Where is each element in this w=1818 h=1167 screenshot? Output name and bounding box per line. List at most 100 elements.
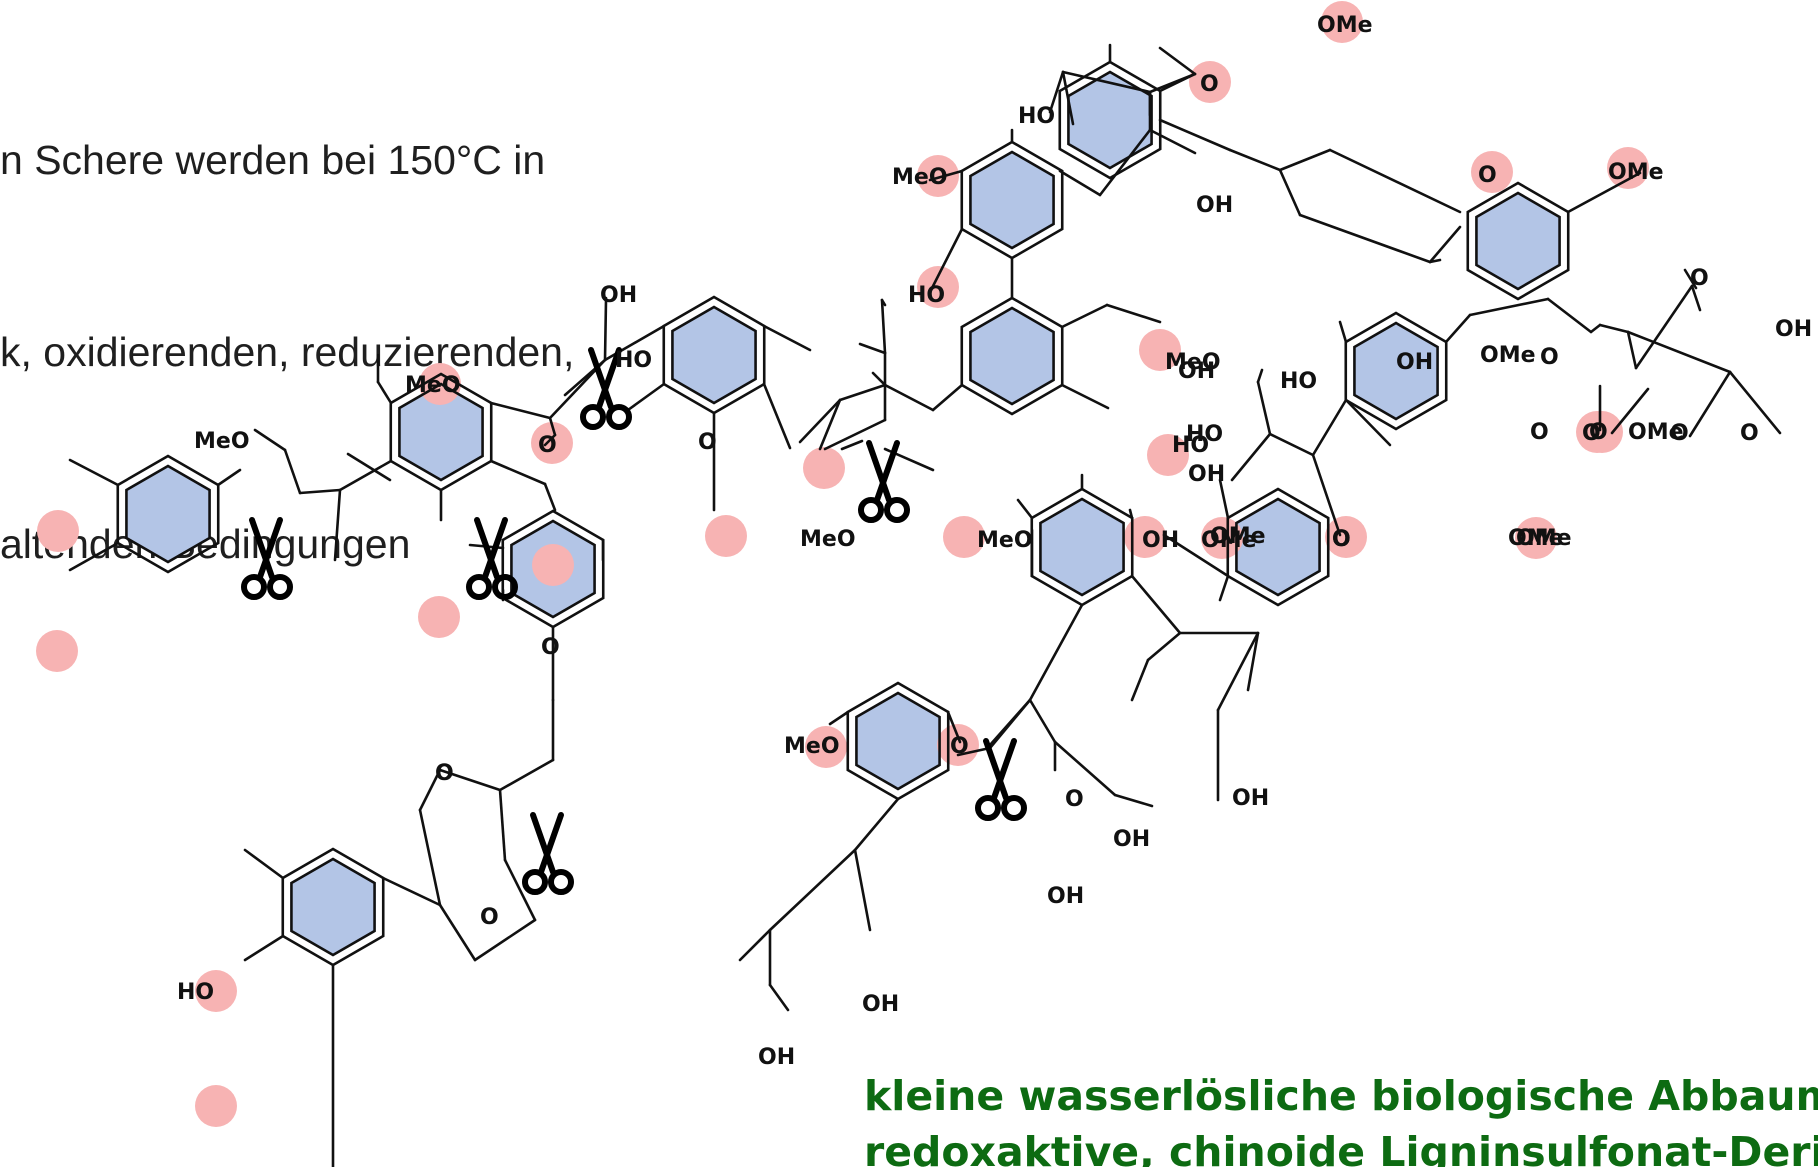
atom-label: O bbox=[1332, 527, 1351, 552]
bond-36 bbox=[880, 298, 887, 355]
bond-127 bbox=[503, 858, 537, 922]
scissors-blade bbox=[983, 738, 1009, 801]
oxygen-highlight-8 bbox=[1147, 434, 1189, 476]
benzene-ring-inner-11 bbox=[1235, 497, 1321, 597]
bond-110 bbox=[543, 482, 557, 512]
atom-label: OH bbox=[1178, 359, 1215, 384]
bond-47 bbox=[762, 382, 792, 450]
scissors-handle bbox=[884, 497, 910, 523]
atom-label: HO bbox=[1018, 104, 1055, 129]
bond-126 bbox=[498, 788, 507, 862]
oxygen-highlight-23 bbox=[37, 510, 79, 552]
bond-76 bbox=[1016, 498, 1034, 520]
scissors-icon bbox=[466, 517, 518, 600]
benzene-ring-fill-5 bbox=[399, 384, 483, 480]
bond-38 bbox=[858, 342, 887, 355]
bond-81 bbox=[1246, 631, 1260, 692]
bond-79 bbox=[1130, 658, 1150, 702]
atom-label: O bbox=[1582, 421, 1601, 446]
bond-131 bbox=[243, 848, 285, 880]
scissors-handle bbox=[606, 404, 632, 430]
bond-77 bbox=[1130, 574, 1182, 635]
atom-label: OH bbox=[1232, 786, 1269, 811]
bond-4 bbox=[1148, 72, 1197, 94]
bond-82 bbox=[1216, 631, 1260, 712]
bond-85 bbox=[1218, 574, 1230, 602]
atom-label: MeO bbox=[784, 734, 840, 759]
oxygen-highlight-25 bbox=[418, 596, 460, 638]
scissors-handle bbox=[548, 869, 574, 895]
scissors-icon bbox=[241, 517, 293, 600]
benzene-ring-fill-13 bbox=[291, 859, 375, 955]
caption-line-2: redoxaktive, chinoide Ligninsulfonat-Der… bbox=[864, 1128, 1818, 1167]
atom-label: O bbox=[1670, 421, 1689, 446]
bond-71 bbox=[1311, 453, 1342, 537]
bond-91 bbox=[1113, 793, 1154, 808]
atom-label: O bbox=[1690, 266, 1709, 291]
bond-92 bbox=[988, 698, 1032, 750]
benzene-ring-inner-4 bbox=[125, 464, 211, 564]
atom-label: OMe bbox=[1508, 526, 1564, 551]
oxygen-highlight-11 bbox=[1201, 517, 1243, 559]
oxygen-highlight-17 bbox=[805, 726, 847, 768]
atom-label: OMe bbox=[1210, 524, 1266, 549]
bond-6 bbox=[1148, 128, 1197, 155]
bond-108 bbox=[543, 433, 557, 447]
atom-label: O bbox=[698, 430, 717, 455]
bond-102 bbox=[346, 452, 392, 482]
bond-52 bbox=[1546, 297, 1593, 334]
bond-72 bbox=[1162, 533, 1230, 578]
bond-13 bbox=[1098, 128, 1152, 197]
bond-103 bbox=[376, 380, 393, 405]
bond-125 bbox=[418, 808, 442, 907]
bond-15 bbox=[1228, 148, 1282, 172]
atom-label: MeO bbox=[194, 429, 250, 454]
bond-46 bbox=[762, 324, 812, 352]
bond-97 bbox=[768, 848, 857, 932]
bond-112 bbox=[338, 459, 393, 492]
bond-50 bbox=[1444, 313, 1472, 344]
bond-55 bbox=[1626, 330, 1638, 370]
benzene-ring-inner-9 bbox=[510, 519, 596, 619]
bond-17 bbox=[1278, 168, 1302, 217]
oxygen-highlight-22 bbox=[705, 515, 747, 557]
scissors-blade bbox=[482, 517, 508, 580]
scissors-blade bbox=[249, 517, 275, 580]
atom-label: MeO bbox=[800, 527, 856, 552]
scissors-icon bbox=[580, 347, 632, 430]
bond-20 bbox=[1428, 258, 1442, 264]
benzene-ring-fill-8 bbox=[1354, 323, 1438, 419]
bond-34 bbox=[823, 418, 887, 451]
atom-label: O bbox=[480, 905, 499, 930]
scissors-blade bbox=[538, 812, 564, 875]
atom-label: O bbox=[1332, 527, 1351, 552]
scissors-handle bbox=[975, 795, 1001, 821]
benzene-ring-inner-13 bbox=[290, 857, 376, 957]
oxygen-highlight-26 bbox=[195, 970, 237, 1012]
oxygen-highlight-20 bbox=[531, 422, 573, 464]
bond-119 bbox=[68, 541, 120, 572]
oxygen-highlight-7 bbox=[1139, 329, 1181, 371]
atom-label: HO bbox=[177, 980, 214, 1005]
oxygen-highlight-21 bbox=[803, 447, 845, 489]
bond-32 bbox=[838, 383, 887, 402]
bond-116 bbox=[333, 488, 342, 562]
bond-69 bbox=[1256, 368, 1264, 384]
atom-label: HO bbox=[1280, 369, 1317, 394]
atom-label: OMe bbox=[1628, 420, 1684, 445]
oxygen-highlight-12 bbox=[1325, 516, 1367, 558]
atom-label: O bbox=[538, 433, 557, 458]
bond-129 bbox=[438, 903, 477, 962]
bond-37 bbox=[880, 298, 887, 307]
bond-24 bbox=[928, 227, 964, 294]
atom-label: MeO bbox=[977, 528, 1033, 553]
bond-61 bbox=[1688, 370, 1732, 438]
bond-78 bbox=[1146, 631, 1182, 662]
bond-18 bbox=[1566, 171, 1642, 214]
atom-label: OH bbox=[1113, 827, 1150, 852]
atom-label: OH bbox=[1047, 884, 1084, 909]
bond-67 bbox=[1230, 432, 1272, 482]
bond-51 bbox=[1468, 297, 1550, 317]
bond-128 bbox=[473, 918, 537, 962]
oxygen-highlight-10 bbox=[1124, 516, 1166, 558]
